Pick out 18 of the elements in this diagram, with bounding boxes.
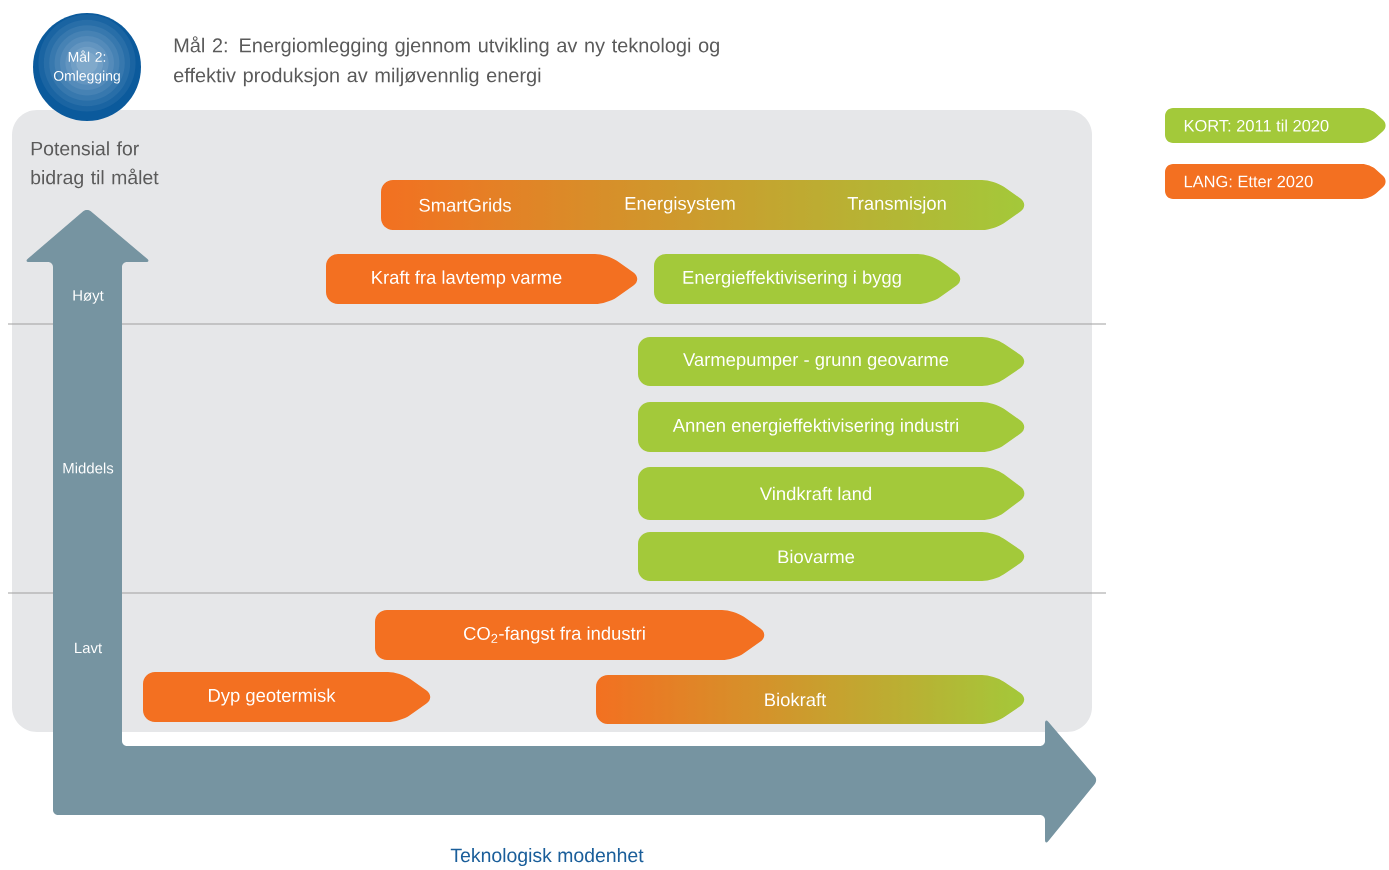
legend-tag: LANG: Etter 2020 (1165, 164, 1386, 199)
axis-label: Middels (63, 462, 114, 474)
title: Mål 2: Energiomlegging gjennom utvikling av ny teknologi og effektiv produksjon av miljøvennlig energi (174, 36, 719, 87)
axis-title: Teknologisk modenhet (450, 847, 644, 867)
arrow-tag: Kraft fra lavtemp varme (326, 254, 638, 304)
axis-label: Høyt (73, 290, 104, 304)
arrow-tag: Varmepumper - grunn geovarme (638, 337, 1025, 386)
arrow-tag: Dyp geotermisk (143, 672, 431, 722)
arrow-tag: Annen energieffektivisering industri (638, 402, 1025, 452)
arrow-tag: Biovarme (638, 532, 1025, 581)
arrow-tag: Biokraft (765, 692, 827, 707)
arrow-tag: SmartGrids Energisystem Transmisjon (419, 196, 946, 214)
arrow-tag: Vindkraft land (638, 467, 1025, 520)
legend-tag: KORT: 2011 til 2020 (1165, 108, 1386, 143)
axis-label: Lavt (75, 642, 102, 654)
axis-title: Potensial for bidrag til målet (31, 141, 159, 189)
arrow-tag: CO$_{2}$-fangst fra industri (375, 610, 765, 660)
arrow-tag: Energieffektivisering i bygg (654, 254, 961, 304)
